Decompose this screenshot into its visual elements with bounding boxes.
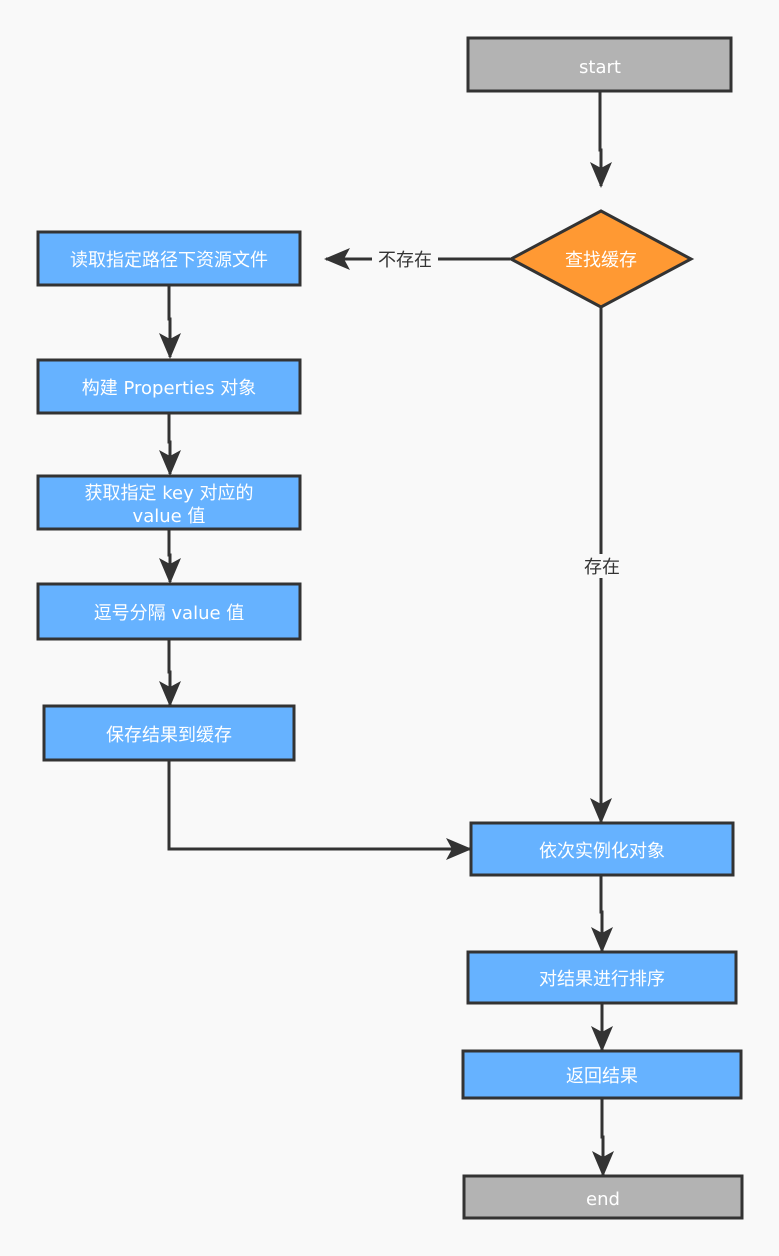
- build-properties-node: 构建 Properties 对象: [36, 358, 302, 415]
- get-value-node: 获取指定 key 对应的 value 值: [36, 474, 302, 531]
- start-node-label: start: [579, 57, 621, 78]
- edge-label-not-exist: 不存在: [378, 250, 432, 271]
- start-node: start: [466, 36, 733, 93]
- edge-label-bg-exist: [579, 554, 625, 578]
- instantiate-node: 依次实例化对象: [469, 821, 735, 877]
- get-value-label-line2: value 值: [133, 506, 206, 527]
- edge-label-exist: 存在: [584, 557, 620, 578]
- sort-label: 对结果进行排序: [539, 969, 665, 990]
- return-result-node: 返回结果: [461, 1049, 743, 1100]
- edge-split-value-to-save-cache: [159, 640, 181, 707]
- edge-label-bg-not-exist: [372, 247, 438, 271]
- edge-build-props-to-get-value: [159, 414, 181, 476]
- edge-read-files-to-build-props: [159, 286, 181, 359]
- edge-instantiate-to-sort: [591, 876, 613, 953]
- split-value-label: 逗号分隔 value 值: [94, 603, 245, 624]
- find-cache-label: 查找缓存: [565, 250, 637, 271]
- edge-return-to-end: [592, 1098, 614, 1177]
- sort-node: 对结果进行排序: [466, 950, 738, 1005]
- end-node: end: [462, 1174, 744, 1220]
- instantiate-label: 依次实例化对象: [539, 841, 665, 862]
- read-files-label: 读取指定路径下资源文件: [70, 250, 268, 271]
- edge-save-cache-to-instantiate: [167, 761, 472, 860]
- build-properties-label: 构建 Properties 对象: [82, 378, 256, 399]
- save-cache-node: 保存结果到缓存: [42, 704, 296, 762]
- end-node-label: end: [586, 1189, 620, 1210]
- find-cache-decision: 查找缓存: [507, 209, 695, 309]
- return-result-label: 返回结果: [566, 1066, 638, 1087]
- get-value-label-line1: 获取指定 key 对应的: [85, 483, 254, 504]
- edge-start-to-find-cache: [590, 92, 612, 188]
- read-files-node: 读取指定路径下资源文件: [36, 230, 302, 287]
- save-cache-label: 保存结果到缓存: [106, 725, 232, 746]
- split-value-node: 逗号分隔 value 值: [36, 582, 302, 641]
- edge-get-value-to-split-value: [159, 529, 181, 584]
